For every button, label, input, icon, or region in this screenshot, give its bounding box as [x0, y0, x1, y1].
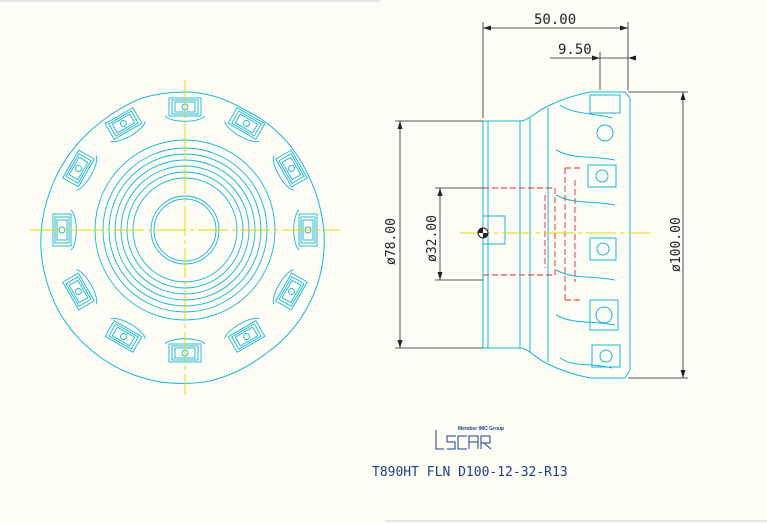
brand-logo: Member IMC Group	[435, 426, 504, 450]
insert-pocket	[104, 107, 146, 143]
cutter-outline	[40, 91, 325, 384]
length-overall-dimension: 50.00	[534, 12, 576, 28]
insert-pocket	[62, 269, 98, 311]
insert-pocket	[224, 317, 266, 353]
body-outline	[482, 91, 631, 379]
insert-pocket	[104, 317, 146, 353]
insert-pocket	[272, 269, 308, 311]
bore-diameter-dimension: ø32.00	[425, 215, 440, 262]
side-view	[460, 91, 650, 379]
sheet-border-bottom	[385, 520, 767, 522]
brand-tagline: Member IMC Group	[458, 426, 504, 432]
front-view	[30, 80, 340, 395]
center-mark	[477, 227, 489, 239]
insert-pocket	[62, 149, 98, 191]
hidden-lines	[483, 167, 580, 301]
insert-width-dimension: 9.50	[558, 42, 592, 58]
sheet-border-top	[0, 0, 380, 2]
body-diameter-dimension: ø78.00	[384, 218, 399, 265]
part-code: T890HT FLN D100-12-32-R13	[372, 465, 568, 480]
insert-pocket	[272, 149, 308, 191]
front-centerlines	[30, 80, 340, 395]
dimension-lines	[395, 22, 688, 379]
insert-pocket	[224, 107, 266, 143]
dimension-arrows	[397, 25, 686, 378]
cutting-diameter-dimension: ø100.00	[669, 217, 684, 272]
